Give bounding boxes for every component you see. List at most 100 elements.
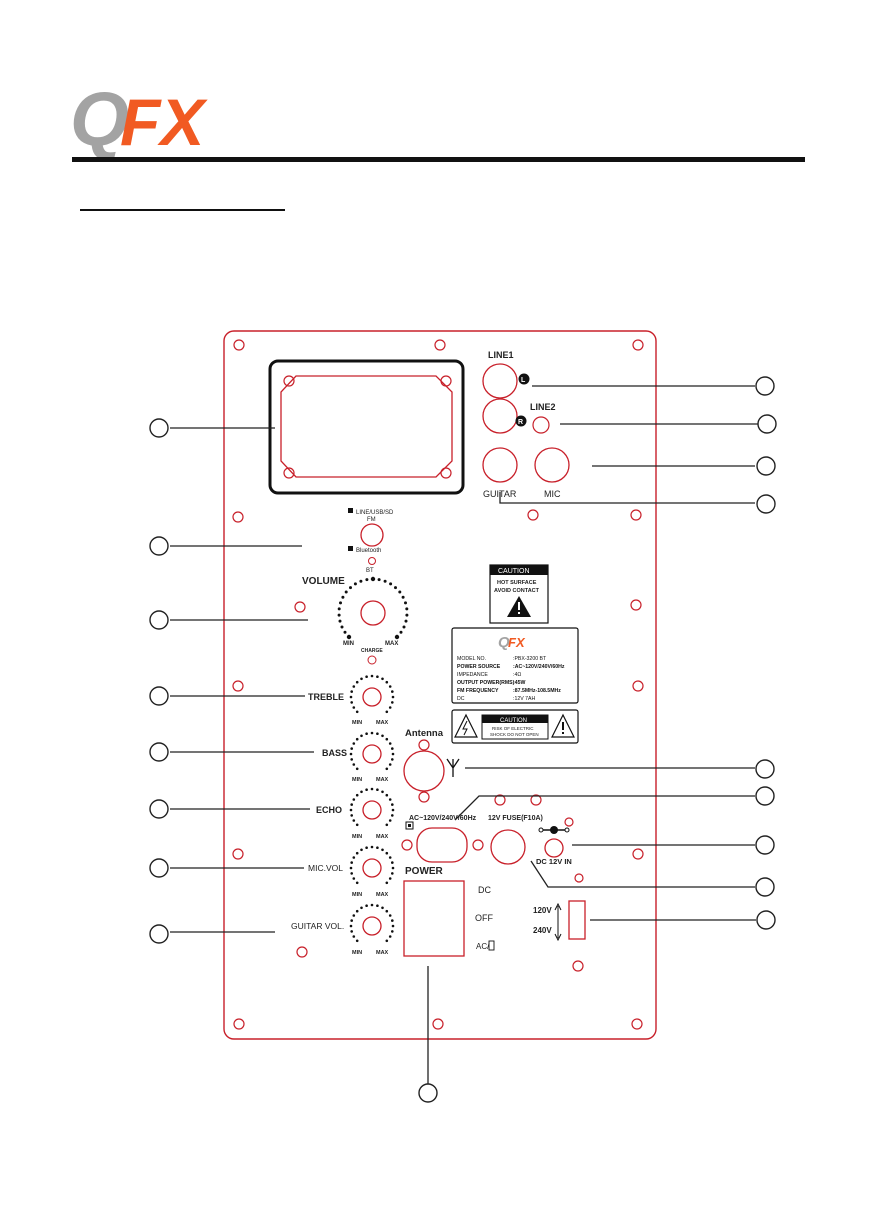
knob-dot [352, 798, 356, 801]
input-jacks: LINE1 L R LINE2 GUITAR MIC [482, 350, 570, 499]
dc-jack [544, 838, 564, 858]
knob-dot [352, 856, 356, 859]
volume-dot [405, 613, 409, 617]
line2-label: LINE2 [530, 402, 556, 412]
power-label: POWER [405, 866, 444, 877]
svg-text:MIN: MIN [352, 777, 362, 783]
exclamation-warning-icon [551, 713, 575, 738]
knob-dot [391, 752, 395, 756]
svg-text:MAX: MAX [376, 892, 389, 898]
knob-dot [385, 710, 389, 714]
caution-line2: AVOID CONTACT [494, 588, 540, 594]
dc-input-label: DC 12V IN [536, 857, 572, 866]
spec-row-key: MODEL NO. [457, 656, 486, 662]
knob-dot [388, 935, 392, 938]
knob-dot [391, 758, 394, 761]
knob-dot [349, 924, 353, 928]
knob-dot [391, 930, 394, 933]
knob-dot [355, 793, 359, 797]
knob-dot [391, 690, 394, 693]
svg-text:MIN: MIN [352, 720, 362, 726]
knob-dot [370, 903, 374, 907]
logo-fx: FX [120, 85, 208, 159]
battery-icon [488, 940, 495, 951]
spec-row-key: IMPEDANCE [457, 672, 488, 678]
volume-dot [343, 630, 347, 634]
svg-text:MIN: MIN [352, 834, 362, 840]
knob-dot [376, 732, 379, 735]
line1-label: LINE1 [488, 350, 514, 360]
knob-dot [385, 909, 389, 913]
volume-max-label: MAX [385, 641, 398, 647]
bass-label: BASS [322, 748, 347, 758]
qfx-logo: Q FX [70, 77, 208, 162]
svg-text:MIN: MIN [352, 892, 362, 898]
amplifier-module [268, 359, 465, 495]
dc-polarity-icon [538, 826, 570, 834]
micvol-label: MIC.VOL [308, 863, 343, 873]
volume-dot [340, 625, 344, 629]
knob-dot [388, 798, 392, 801]
small-knob [349, 787, 395, 827]
knob-dot [350, 930, 354, 933]
volume-dot [353, 582, 357, 586]
mode-button: LINE/USB/SD FM Bluetooth BT [348, 508, 394, 574]
knob-dot [355, 909, 359, 913]
spec-logo-fx: FX [508, 635, 526, 650]
volume-dot [389, 582, 393, 586]
power-inputs: AC~120V/240V/60Hz 12V FUSE(F10A) DC 12V … [405, 815, 572, 866]
knob-dot [391, 808, 395, 812]
small-knob [349, 903, 395, 943]
knob-dot [385, 680, 389, 684]
knob-dot [350, 861, 354, 864]
knob-dot [350, 747, 354, 750]
knob-dot [349, 866, 353, 870]
knob-dot [355, 823, 359, 827]
mode-top-label: LINE/USB/SD [356, 510, 394, 516]
small-knob [349, 731, 395, 771]
knob-dot [355, 851, 359, 855]
echo-label: ECHO [316, 805, 342, 815]
ac-socket [416, 827, 468, 863]
svg-text:MAX: MAX [376, 720, 389, 726]
volume-dot [359, 579, 363, 583]
callout-lines [170, 385, 758, 1085]
knob-dot [385, 767, 389, 771]
knob-dot [381, 790, 384, 794]
volume-dot [401, 595, 405, 599]
knob-shaft [362, 858, 382, 878]
spec-logo-q: Q [498, 634, 510, 651]
mounting-holes [232, 339, 644, 1030]
knob-dot [391, 924, 395, 928]
mic-label: MIC [544, 489, 561, 499]
line1-l-jack [482, 363, 518, 399]
knob-dot [381, 677, 384, 681]
antenna-label: Antenna [405, 728, 444, 739]
knob-dot [388, 819, 392, 822]
r-badge: R [518, 419, 523, 426]
up-down-arrow-icon [554, 902, 562, 942]
knob-dot [385, 737, 389, 741]
treble-label: TREBLE [308, 692, 344, 702]
ac-input-label: AC~120V/240V/60Hz [409, 815, 477, 822]
mode-fm-label: FM [367, 517, 376, 523]
volume-scale-dots [337, 576, 409, 640]
guitarvol-label: GUITAR VOL. [291, 921, 344, 931]
knob-dot [376, 904, 379, 907]
volume-dot [404, 601, 407, 605]
knob-dot [360, 848, 363, 852]
knob-dot [376, 675, 379, 678]
knob-shaft [362, 800, 382, 820]
knob-dot [376, 788, 379, 791]
knob-dot [365, 904, 368, 907]
knob-dot [352, 685, 356, 688]
knob-dot [352, 706, 356, 709]
knob-dot [388, 706, 392, 709]
callout-circles [149, 376, 777, 1103]
spec-row-key: FM FREQUENCY [457, 688, 499, 694]
l-badge: L [521, 377, 526, 384]
antenna-icon [446, 758, 460, 777]
volume-dot [405, 607, 409, 611]
spec-row-key: DC [457, 696, 465, 702]
knob-dot [381, 906, 384, 910]
